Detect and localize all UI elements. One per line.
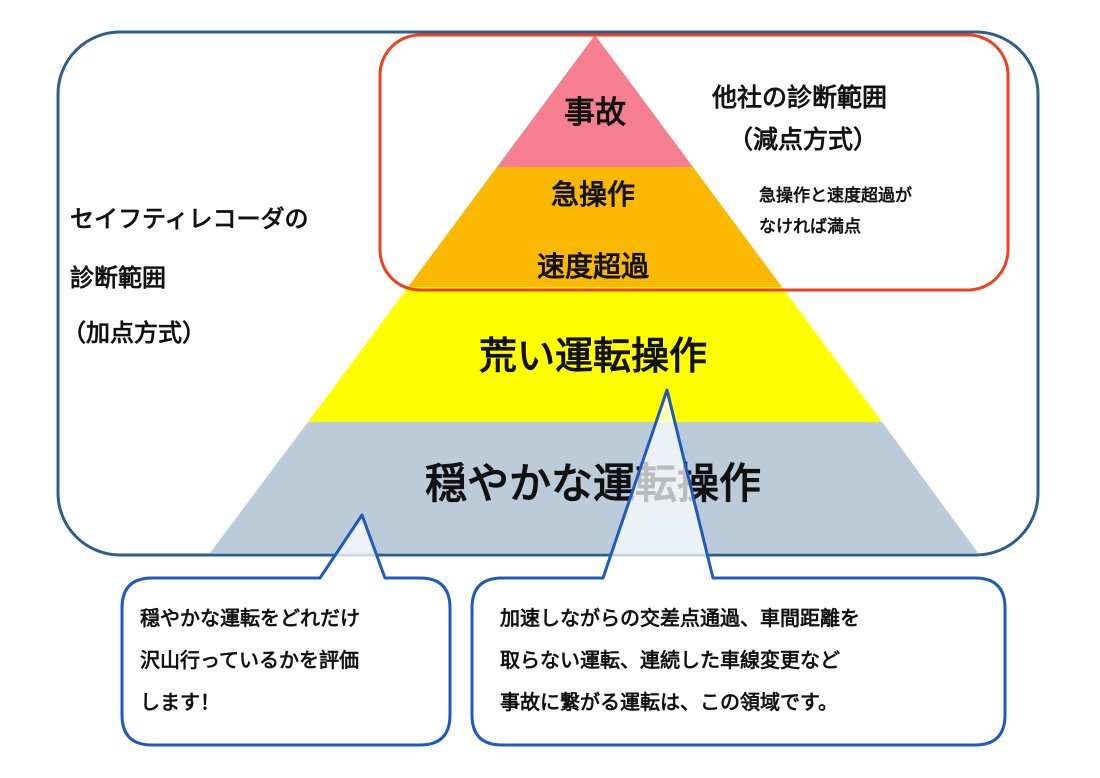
our-scope-method: （加点方式） (62, 319, 206, 347)
other-scope-title: 他社の診断範囲 (711, 83, 887, 112)
layer-label-speeding: 速度超過 (537, 250, 650, 283)
callout-left-line-1: 穏やかな運転をどれだけ (140, 606, 360, 630)
callout-right-line-1: 加速しながらの交差点通過、車間距離を (499, 606, 860, 630)
pyramid-layer-gentle-driving (210, 422, 978, 553)
callout-right-bubble (470, 388, 1007, 747)
our-scope-frame (56, 30, 1040, 557)
callout-right-line-2: 取らない運転、連続した車線変更など (500, 648, 840, 672)
layer-label-sudden-operation: 急操作 (551, 178, 635, 211)
layer-label-accident: 事故 (564, 95, 626, 131)
pyramid-layer-sudden-operation (408, 167, 782, 287)
other-scope-method: （減点方式） (728, 125, 878, 154)
callout-right-line-3: 事故に繋がる運転は、この領域です。 (500, 690, 838, 714)
other-scope-note-1: 急操作と速度超過が (759, 185, 912, 206)
pyramid-layer-rough-driving (308, 287, 882, 422)
pyramid-layer-accident (497, 35, 693, 167)
other-scope-frame (378, 33, 1010, 292)
our-scope-title: セイフティレコーダの (70, 205, 309, 233)
our-scope-subtitle: 診断範囲 (70, 264, 166, 292)
layer-label-gentle-driving: 穏やかな運転操作 (425, 459, 761, 508)
other-scope-note-2: なければ満点 (759, 216, 861, 237)
callout-left-line-2: 沢山行っているかを評価 (140, 648, 359, 672)
callout-left-bubble (120, 513, 452, 747)
layer-label-rough-driving: 荒い運転操作 (479, 334, 707, 378)
callout-left-line-3: します！ (140, 690, 220, 714)
